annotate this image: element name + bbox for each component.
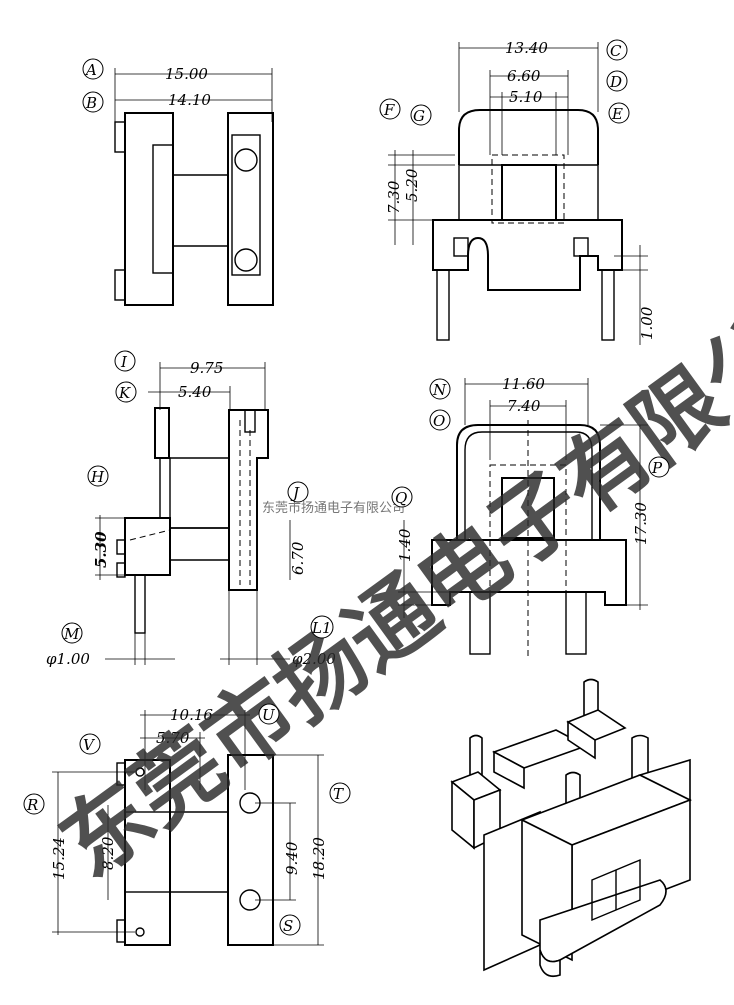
dim-6-60: 6.60 xyxy=(507,67,541,85)
dim-14-10: 14.10 xyxy=(168,91,211,109)
svg-text:H: H xyxy=(90,468,105,486)
dim-1-00: 1.00 xyxy=(638,306,656,340)
circled-labels: A B C D E F G I K H J M L1 N O P Q U V R… xyxy=(23,39,670,936)
dim-6-70: 6.70 xyxy=(289,541,307,575)
label-u: U xyxy=(258,703,280,725)
svg-text:O: O xyxy=(433,412,445,430)
svg-text:B: B xyxy=(85,94,97,112)
dim-7-30: 7.30 xyxy=(385,180,403,214)
label-f: F xyxy=(379,98,401,120)
label-a: A xyxy=(82,58,104,80)
svg-text:Q: Q xyxy=(395,489,407,507)
dim-13-40: 13.40 xyxy=(505,39,548,57)
svg-text:S: S xyxy=(283,917,293,935)
label-s: S xyxy=(279,914,301,936)
label-c: C xyxy=(606,39,628,61)
view-top-left: 15.00 14.10 xyxy=(114,65,274,306)
label-i: I xyxy=(114,350,136,372)
svg-text:T: T xyxy=(333,785,344,803)
svg-text:F: F xyxy=(383,101,395,119)
svg-text:J: J xyxy=(290,484,300,502)
svg-text:L1: L1 xyxy=(311,619,332,637)
label-n: N xyxy=(429,378,451,400)
dim-1-40: 1.40 xyxy=(396,528,414,562)
label-j: J xyxy=(287,481,309,503)
dim-5-70: 5.70 xyxy=(156,729,190,747)
view-bottom-left: 10.16 5.70 15.24 8.20 9.40 18.20 xyxy=(50,706,328,946)
dim-17-30: 17.30 xyxy=(632,502,650,545)
dim-15-00: 15.00 xyxy=(165,65,208,83)
svg-text:E: E xyxy=(611,105,623,123)
dim-phi-2-00: φ2.00 xyxy=(292,650,336,668)
dim-15-24: 15.24 xyxy=(50,837,68,880)
label-g: G xyxy=(410,104,432,126)
view-middle-right: 11.60 7.40 17.30 1.40 xyxy=(396,375,650,660)
label-l1: L1 xyxy=(310,615,334,639)
svg-text:N: N xyxy=(432,381,447,399)
dim-7-40: 7.40 xyxy=(507,397,541,415)
label-p: P xyxy=(648,456,670,478)
watermark-small-text: 东莞市扬通电子有限公司 xyxy=(262,500,405,516)
svg-text:C: C xyxy=(610,42,622,60)
svg-text:D: D xyxy=(609,73,622,91)
label-b: B xyxy=(82,91,104,113)
dim-10-16: 10.16 xyxy=(170,706,213,724)
svg-text:G: G xyxy=(413,107,425,125)
dim-9-40: 9.40 xyxy=(283,841,301,875)
dim-5-10: 5.10 xyxy=(509,88,543,106)
label-r: R xyxy=(23,793,45,815)
svg-text:I: I xyxy=(120,353,128,371)
svg-text:A: A xyxy=(84,61,97,79)
label-o: O xyxy=(429,409,451,431)
label-h: H xyxy=(87,465,109,487)
dim-9-75: 9.75 xyxy=(190,359,223,377)
dim-18-20: 18.20 xyxy=(310,837,328,880)
dim-phi-1-00: φ1.00 xyxy=(46,650,90,668)
svg-text:U: U xyxy=(262,706,276,724)
label-d: D xyxy=(606,70,628,92)
view-top-right: 13.40 6.60 5.10 7.30 5.20 1.00 xyxy=(385,39,656,345)
label-k: K xyxy=(115,381,137,403)
dim-5-30: 5.30 xyxy=(92,531,110,568)
dim-8-20: 8.20 xyxy=(99,836,117,870)
label-v: V xyxy=(79,733,101,755)
svg-text:V: V xyxy=(83,736,96,754)
label-q: Q xyxy=(391,486,413,508)
svg-text:R: R xyxy=(26,796,38,814)
dim-5-40: 5.40 xyxy=(178,383,212,401)
label-m: M xyxy=(61,622,83,644)
dim-5-20: 5.20 xyxy=(403,168,421,202)
svg-text:P: P xyxy=(651,459,663,477)
label-t: T xyxy=(329,782,351,804)
dim-11-60: 11.60 xyxy=(502,375,545,393)
label-e: E xyxy=(608,102,630,124)
svg-text:M: M xyxy=(63,625,80,643)
svg-text:K: K xyxy=(118,384,131,402)
view-middle-left: 9.75 5.40 5.30 6.70 φ1.00 xyxy=(46,359,336,668)
view-isometric xyxy=(450,678,692,978)
